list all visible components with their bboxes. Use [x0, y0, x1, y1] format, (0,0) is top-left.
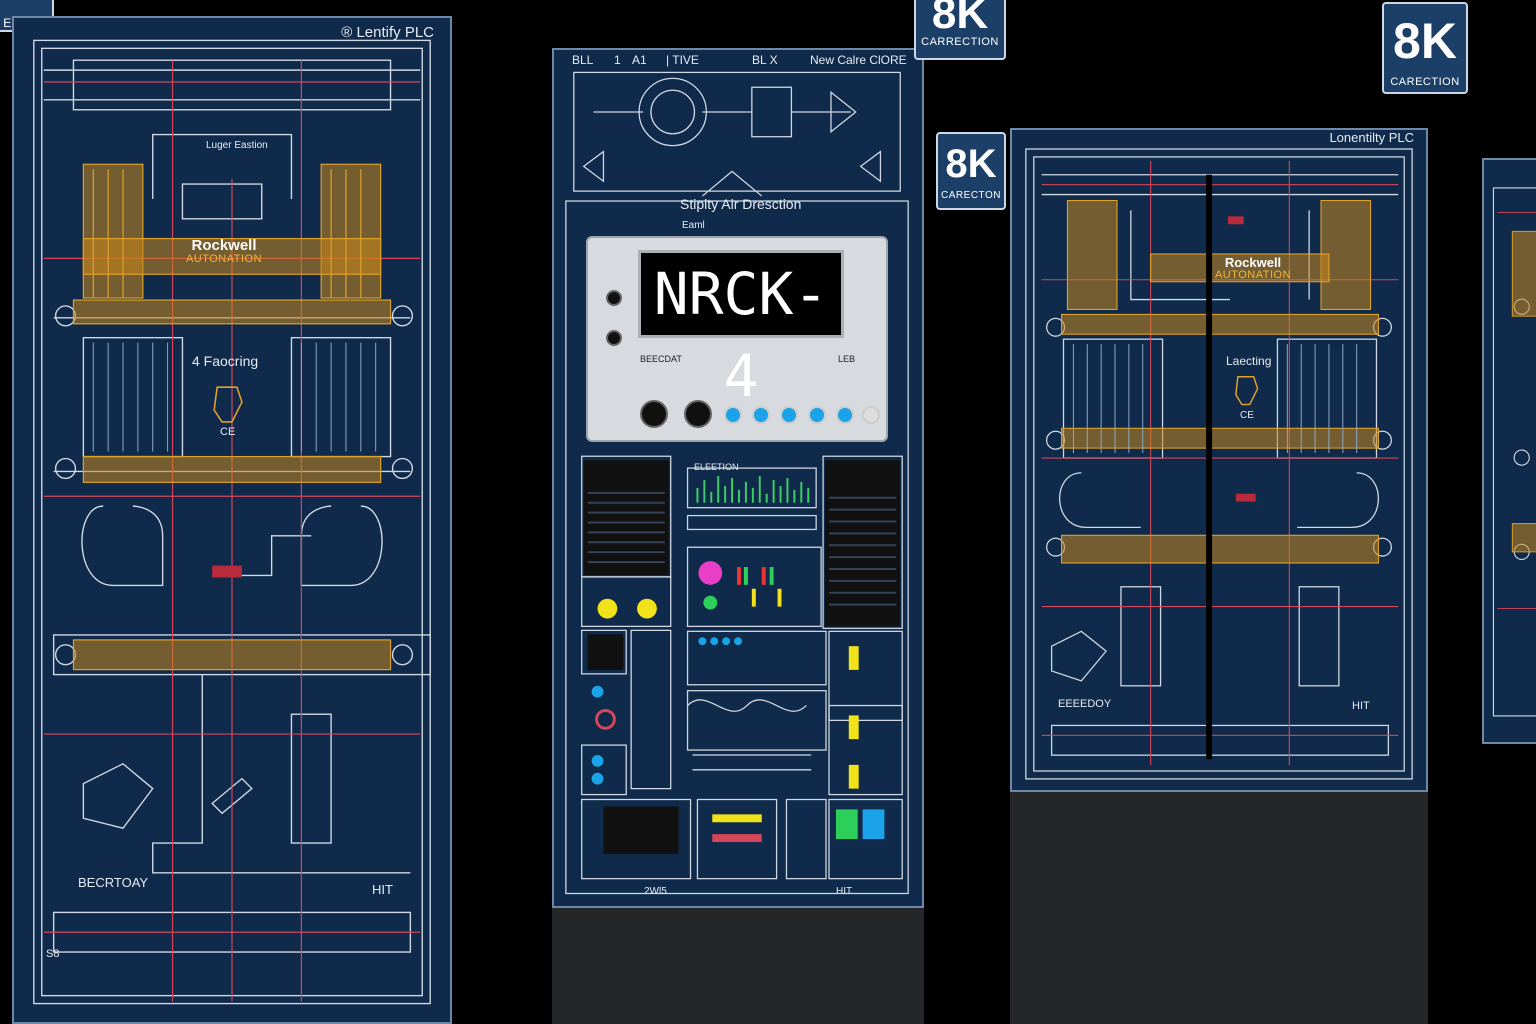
plc-button-2[interactable]: [752, 406, 770, 424]
left-ce-mark: CE: [220, 426, 236, 438]
center-header-2: 1: [614, 53, 621, 67]
plc-tag-label: LEB: [838, 354, 856, 364]
left-automation-text: AUTONATION: [185, 252, 263, 265]
badge-8k-mid: 8K CARECTON: [936, 132, 1006, 210]
left-schematic-panel: ® Lentify PLC Luger Eastion Rockwell AUT…: [12, 16, 452, 1024]
center-panel-label: ELEETION: [694, 462, 739, 472]
badge-8k-top-right-small: CARECTION: [1390, 76, 1460, 88]
right-rockwell-logo: Rockwell AUTONATION: [1208, 256, 1298, 281]
left-bottom-left-label: BECRTOAY: [78, 875, 149, 890]
badge-8k-top-center-big: 8K: [931, 0, 989, 38]
right-ce-mark: CE: [1240, 410, 1254, 421]
badge-8k-top-center: 8K CARRECTION: [914, 0, 1006, 60]
left-s8-label: S8: [46, 948, 60, 960]
plc-knob-left[interactable]: [640, 400, 668, 428]
center-header-6: New Calre ClORE: [810, 53, 907, 67]
plc-side-button-1[interactable]: [606, 290, 622, 306]
badge-8k-mid-small: CARECTON: [941, 190, 1001, 201]
plc-model-label: BEECDAT: [640, 354, 682, 364]
left-rockwell-logo: Rockwell AUTONATION: [174, 238, 274, 265]
left-title: Luger Eastion: [206, 140, 268, 151]
left-feature-label: 4 Faocring: [192, 353, 259, 369]
center-base: [552, 906, 924, 1024]
plc-display-screen: NRCK-4: [638, 250, 844, 410]
center-header-1: BLL: [572, 53, 594, 67]
plc-knob-right[interactable]: [684, 400, 712, 428]
far-right-partial-panel: [1482, 158, 1536, 744]
right-rockwell-text: Rockwell: [1224, 255, 1282, 270]
center-section-title: Stiplty Alr Dresction: [680, 196, 802, 212]
left-brand: ® Lentify PLC: [341, 24, 434, 41]
right-schematic-panel: Lonentilty PLC Rockwell AUTONATION Laect…: [1010, 128, 1428, 792]
plc-button-5[interactable]: [836, 406, 854, 424]
center-header-5: BL X: [752, 53, 778, 67]
plc-power-button[interactable]: [862, 406, 880, 424]
badge-8k-top-center-small: CARRECTION: [921, 36, 999, 48]
plc-module: NRCK-4 BEECDAT LEB: [586, 236, 888, 442]
right-bottom-left-label: EEEEDOY: [1058, 698, 1112, 710]
left-rockwell-text: Rockwell: [191, 237, 257, 254]
far-right-schematic-drawing: [1492, 187, 1536, 717]
plc-button-1[interactable]: [724, 406, 742, 424]
center-sub-label: Eaml: [682, 220, 705, 231]
right-brand: Lonentilty PLC: [1329, 130, 1414, 145]
left-bottom-right-label: HIT: [372, 882, 393, 897]
right-schematic-drawing: [1025, 148, 1413, 780]
badge-8k-top-right: 8K CARECTION: [1382, 2, 1468, 94]
center-header-4: | TIVE: [666, 53, 699, 67]
right-base: [1010, 790, 1428, 1024]
center-bottom-right-label: HIT: [836, 886, 853, 897]
center-schematic-drawing: [565, 71, 909, 895]
right-feature-label: Laecting: [1226, 354, 1272, 368]
center-header-3: A1: [632, 53, 647, 67]
plc-button-3[interactable]: [780, 406, 798, 424]
right-automation-text: AUTONATION: [1214, 268, 1292, 281]
plc-button-4[interactable]: [808, 406, 826, 424]
center-control-panel: BLL 1 A1 | TIVE BL X New Calre ClORE Sti…: [552, 48, 924, 908]
right-bottom-right-label: HIT: [1352, 700, 1370, 712]
plc-side-button-2[interactable]: [606, 330, 622, 346]
left-schematic-drawing: [33, 39, 431, 1005]
badge-8k-top-right-big: 8K: [1393, 13, 1457, 69]
center-bottom-label: 2Wl5: [644, 886, 667, 897]
badge-8k-mid-big: 8K: [945, 142, 997, 186]
